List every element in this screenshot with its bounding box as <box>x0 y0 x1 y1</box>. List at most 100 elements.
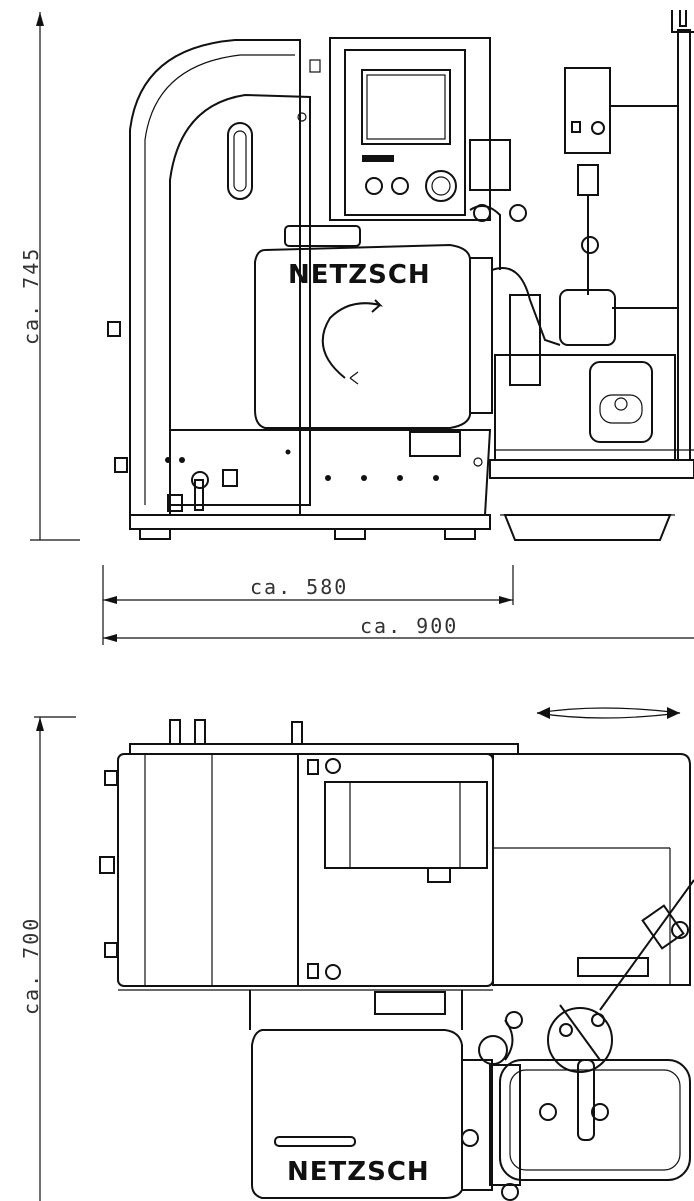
top-plate <box>129 743 519 755</box>
stand-rod <box>677 29 691 461</box>
chuck <box>577 164 599 196</box>
motor-handle <box>284 225 361 247</box>
foot <box>444 528 476 540</box>
valve-knob <box>191 471 209 489</box>
vessel-port <box>559 1023 573 1037</box>
control-cabinet <box>329 37 491 221</box>
stirrer-motor <box>564 67 611 154</box>
cabinet-inner <box>349 781 461 869</box>
motor-flange <box>461 1059 493 1191</box>
front-view: ca. 745 NETZSCH <box>19 10 694 541</box>
arrow-left-icon <box>103 596 117 604</box>
connector <box>291 721 303 745</box>
pump-area-top <box>492 753 691 986</box>
front-view-dimensions: ca. 580 ca. 900 <box>102 565 694 645</box>
fitting <box>505 1011 523 1029</box>
bolt <box>397 475 403 481</box>
side-knob <box>107 321 121 337</box>
switch-box <box>469 139 511 191</box>
stand-clamp-top <box>671 10 694 33</box>
display-screen <box>361 69 451 145</box>
motor-flange <box>469 257 493 414</box>
stand-clamp <box>641 904 685 950</box>
latch <box>307 963 319 979</box>
sight-window-inner <box>233 130 247 192</box>
motor-mount <box>249 990 463 1030</box>
foot <box>334 528 366 540</box>
grinding-chamber <box>509 294 541 386</box>
pump-rotor <box>614 397 628 411</box>
display-inner <box>366 74 446 140</box>
grinding-chamber-top <box>489 1064 521 1186</box>
knob-right <box>391 177 409 195</box>
bracket <box>427 867 451 883</box>
top-view: ca. 700 <box>19 707 694 1201</box>
vessel-holder <box>499 1059 691 1181</box>
rotation-arrow-icon <box>321 299 384 379</box>
arrow-right-icon <box>667 707 680 719</box>
vessel-top <box>547 1007 613 1073</box>
side-knob <box>99 856 115 874</box>
side-knob <box>114 457 128 473</box>
arrow-left-icon <box>103 634 117 642</box>
latch <box>309 59 321 73</box>
pump-bracket <box>577 957 649 977</box>
arrow-right-icon <box>499 596 513 604</box>
pump-head <box>599 394 643 424</box>
brand-label-front: NETZSCH <box>288 260 431 290</box>
housing-outline <box>129 39 301 516</box>
double-arrow-icon <box>536 707 681 719</box>
clamp-knob <box>671 921 689 939</box>
drip-tray <box>503 514 672 541</box>
depth-top-label: ca. 700 <box>19 917 43 1015</box>
arrow-left-icon <box>537 707 550 719</box>
fitting <box>501 1183 519 1201</box>
brand-label-top: NETZSCH <box>287 1157 430 1187</box>
stand-arm-top <box>599 879 694 1011</box>
control-panel <box>344 49 466 216</box>
side-knob <box>104 942 118 958</box>
arrow-up-icon <box>36 717 44 731</box>
machine-body-top <box>117 753 494 987</box>
bolt <box>325 475 331 481</box>
connector <box>194 719 206 745</box>
emergency-button <box>425 170 457 202</box>
fitting <box>461 1129 479 1147</box>
screw-icon <box>473 457 483 467</box>
motor-housing <box>254 243 471 429</box>
fitting <box>591 1103 609 1121</box>
control-cabinet-top <box>324 781 488 869</box>
screw-icon <box>297 112 307 122</box>
height-front-label: ca. 745 <box>19 247 43 345</box>
fitting <box>581 236 599 254</box>
width-total-label: ca. 900 <box>360 614 458 638</box>
knob-left <box>365 177 383 195</box>
screw-icon <box>325 964 341 980</box>
bolt <box>165 457 171 463</box>
sight-window <box>227 122 253 200</box>
arrow-up-icon <box>36 12 44 26</box>
bolt <box>361 475 367 481</box>
hose <box>491 267 561 346</box>
bolt <box>433 475 439 481</box>
vessel-divider <box>559 1004 601 1061</box>
connector <box>169 719 181 745</box>
stirrer-switch <box>571 121 581 133</box>
front-panel <box>169 93 311 506</box>
screw-icon <box>325 758 341 774</box>
lower-body <box>169 429 492 516</box>
latch <box>307 759 319 775</box>
bolt <box>285 449 291 455</box>
motor-top <box>251 1029 463 1199</box>
stirrer-dial <box>591 121 605 135</box>
pump-base <box>489 459 694 479</box>
width-base-label: ca. 580 <box>250 575 348 599</box>
plug-icon <box>222 469 238 487</box>
indicator-bar <box>362 155 394 162</box>
fitting <box>539 1103 557 1121</box>
stirrer-shaft-top <box>577 1059 595 1141</box>
housing-inner-line <box>144 54 295 505</box>
plug-icon <box>167 494 183 512</box>
foot <box>139 528 171 540</box>
